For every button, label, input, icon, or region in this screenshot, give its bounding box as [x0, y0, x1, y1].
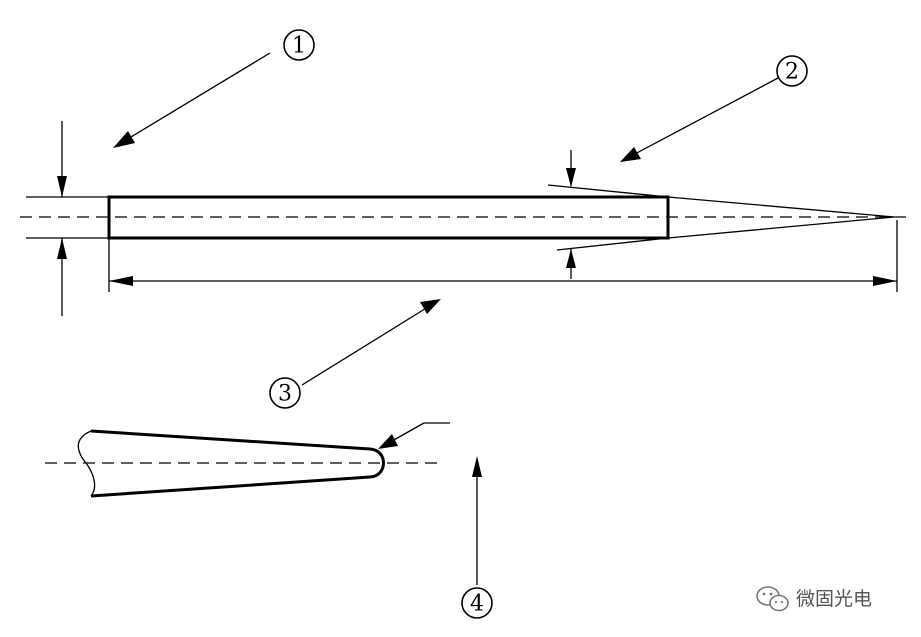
leader-2 — [632, 77, 779, 156]
callout-leaders — [113, 52, 779, 585]
tip-leader-arrowhead — [378, 434, 398, 449]
detail-lower-edge — [90, 475, 371, 498]
callout-3-circle — [269, 377, 301, 409]
electrode-top-view — [20, 195, 912, 240]
watermark: 微固光电 — [756, 586, 872, 612]
angle-arrowhead-down — [566, 168, 576, 187]
arrowhead-down — [57, 176, 67, 197]
leader-4-arrowhead — [472, 456, 482, 477]
callout-4: 4 — [461, 587, 493, 619]
tip-leader-diagonal — [391, 422, 425, 442]
wechat-icon — [756, 586, 789, 612]
leader-3-arrowhead — [420, 299, 441, 314]
rod-body — [107, 195, 670, 240]
tip-detail-view — [45, 422, 450, 498]
angle-arrowhead-up — [566, 249, 576, 268]
leader-2-arrowhead — [620, 147, 641, 162]
tip-upper-edge — [667, 196, 895, 218]
detail-upper-edge — [90, 429, 371, 451]
callout-2-label: 2 — [785, 60, 799, 85]
callout-1-circle — [283, 29, 315, 61]
callout-3-label: 3 — [278, 382, 292, 407]
diameter-dimension — [26, 121, 109, 316]
length-arrowhead-left — [109, 276, 133, 286]
leader-1 — [125, 52, 271, 141]
callout-1-label: 1 — [292, 34, 306, 59]
length-arrowhead-right — [873, 276, 897, 286]
angle-extension-upper — [547, 184, 669, 198]
length-dimension — [108, 220, 898, 292]
angle-extension-lower — [556, 237, 669, 251]
callout-4-label: 4 — [470, 592, 484, 617]
callout-4-circle — [461, 587, 493, 619]
callout-3: 3 — [269, 377, 301, 409]
watermark-text: 微固光电 — [796, 588, 872, 610]
leader-1-arrowhead — [113, 131, 135, 148]
callout-2: 2 — [776, 55, 808, 87]
tip-angle-dimension — [547, 150, 669, 279]
callout-2-circle — [776, 55, 808, 87]
detail-break-line — [77, 430, 96, 497]
arrowhead-up — [57, 238, 67, 259]
tip-lower-edge — [667, 216, 895, 239]
callout-1: 1 — [283, 29, 315, 61]
leader-3 — [301, 306, 429, 386]
detail-blunt-tip — [369, 447, 385, 479]
